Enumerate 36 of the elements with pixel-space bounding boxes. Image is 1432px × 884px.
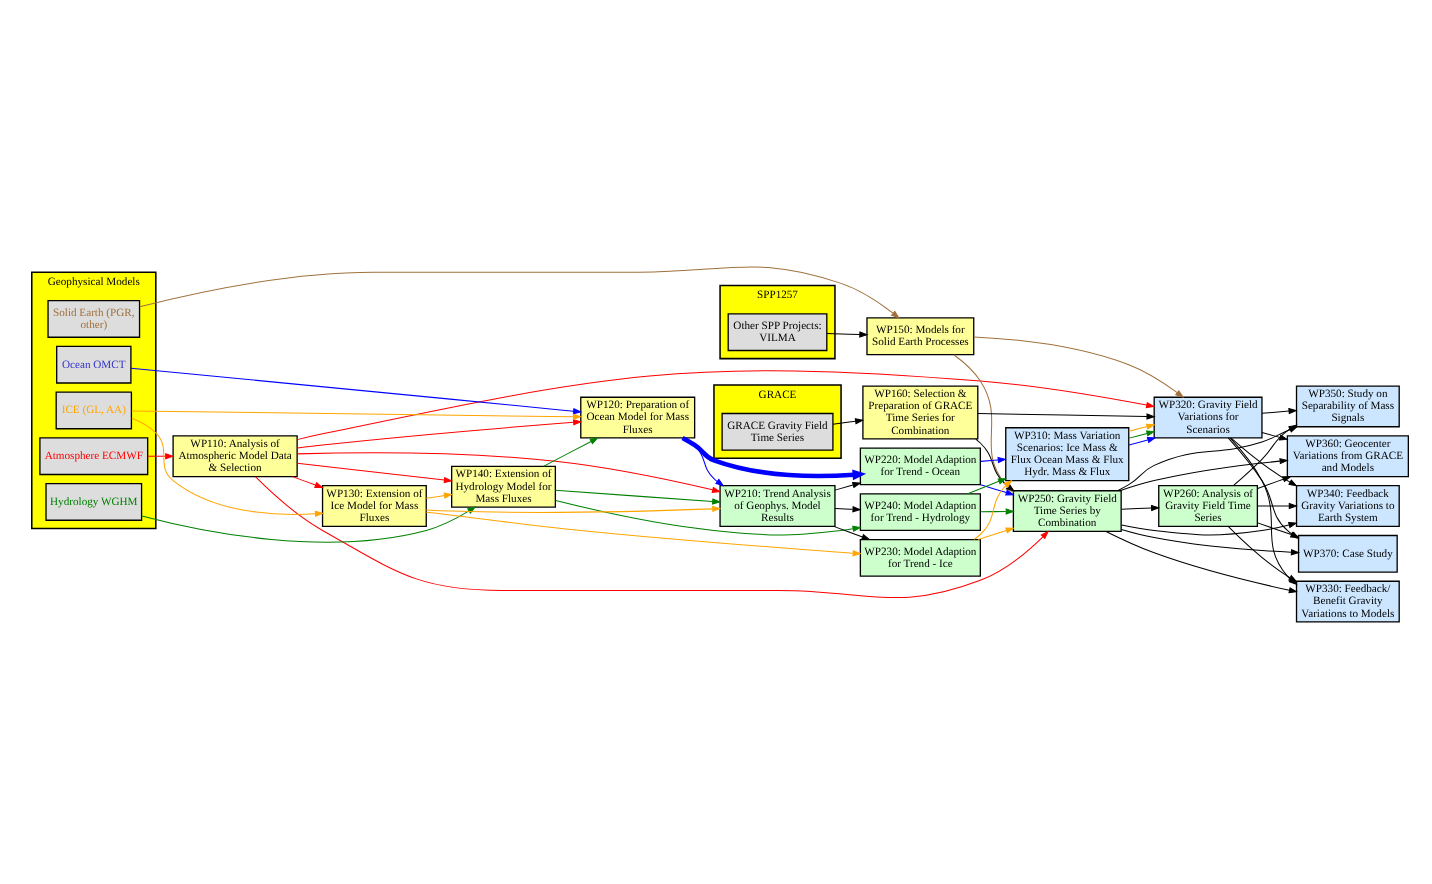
arrow [1128, 429, 1156, 438]
arrow [967, 477, 1008, 494]
arrow [1261, 406, 1298, 414]
arrow [131, 416, 325, 516]
arrow [1128, 422, 1156, 431]
arrow [425, 510, 862, 556]
arrow [826, 330, 869, 337]
arrow [980, 507, 1015, 514]
arrow [1119, 456, 1289, 491]
arrow [1128, 435, 1157, 445]
arrow [542, 436, 599, 466]
arrow [130, 366, 583, 414]
arrow [555, 498, 862, 535]
arrow [1261, 430, 1289, 440]
arrow [296, 461, 454, 483]
arrow [291, 475, 324, 488]
arrow [980, 455, 1007, 463]
arrow [832, 417, 865, 424]
arrow [834, 505, 862, 512]
arrow [977, 526, 1015, 540]
arrow [139, 265, 900, 318]
arrow [131, 409, 583, 419]
arrow [1257, 501, 1298, 509]
arrow [973, 335, 1185, 397]
arrow [254, 475, 1050, 598]
arrow [977, 412, 1156, 419]
arrow [1121, 503, 1161, 511]
arrow [833, 524, 871, 539]
arrow [141, 505, 477, 542]
arrow [834, 481, 862, 490]
arrow [681, 435, 867, 480]
arrow [425, 504, 722, 512]
arrow [296, 418, 583, 448]
arrow [554, 488, 722, 504]
arrow [296, 451, 722, 492]
arrow [425, 491, 454, 498]
